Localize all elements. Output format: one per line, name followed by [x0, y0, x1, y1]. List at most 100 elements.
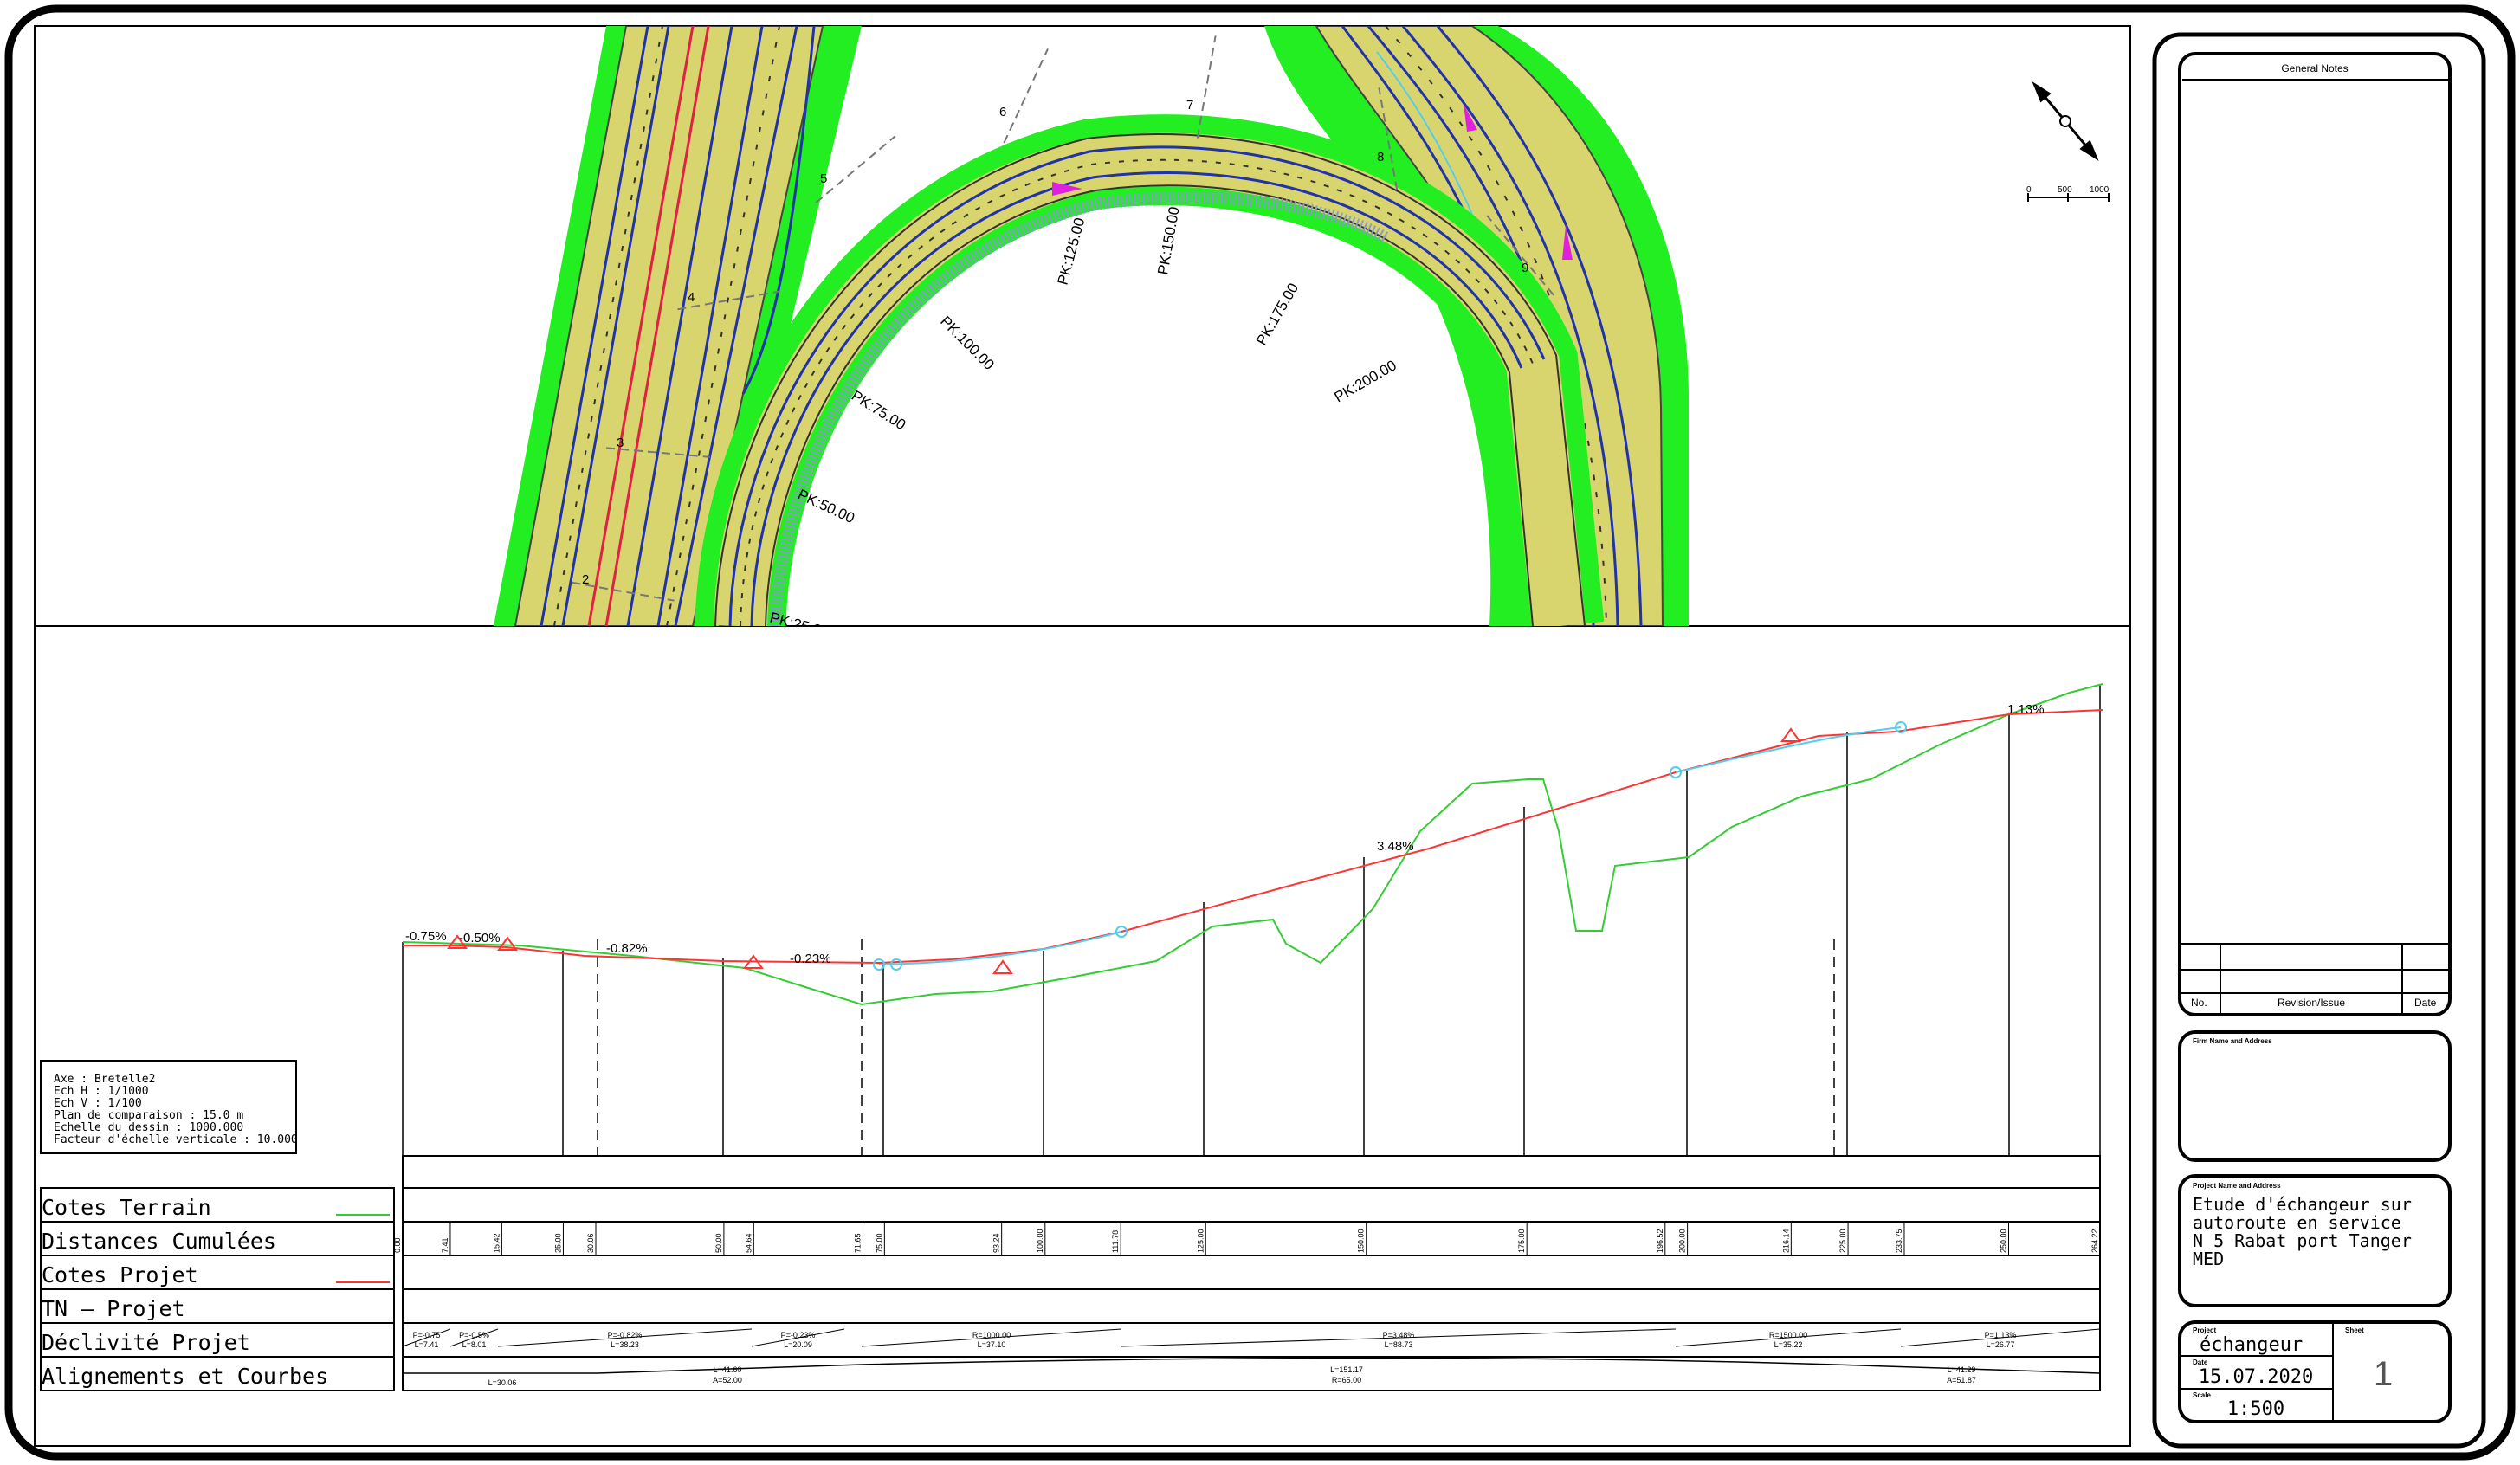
slope-label: -0.75%: [405, 929, 447, 944]
pk-label: PK:175.00: [1253, 281, 1302, 348]
distance-value: 150.00: [1357, 1229, 1366, 1253]
declivity-length: L=38.23: [611, 1340, 639, 1349]
declivity-segment: P=-0.82%L=38.23: [497, 1328, 753, 1349]
profile-view: -0.75% -0.50% -0.82% -0.23% 3.48% 1.13% …: [40, 683, 2103, 1391]
firm-box: [2178, 1030, 2452, 1162]
slope-label: -0.50%: [459, 931, 501, 945]
direction-arrow: [1562, 225, 1573, 260]
distance-value: 71.65: [854, 1233, 863, 1253]
info-line: Echelle du dessin : 1000.000: [54, 1121, 243, 1134]
distance-value: 125.00: [1196, 1229, 1205, 1253]
title-block: General Notes No. Revision/Issue Date Fi…: [2152, 32, 2486, 1449]
scale-tick-label: 0: [2026, 185, 2032, 195]
project-small-label: Project: [2193, 1326, 2216, 1334]
terrain-line: [402, 683, 2103, 1006]
scale-label: Scale: [2193, 1391, 2211, 1399]
project-line: N 5 Rabat port Tanger: [2193, 1230, 2412, 1251]
distance-value: 0.00: [393, 1237, 402, 1253]
row-label: Cotes Projet: [42, 1262, 198, 1288]
direction-arrow: [1464, 104, 1477, 132]
row-label: Alignements et Courbes: [42, 1364, 328, 1389]
profile-mark-label: 3: [617, 436, 624, 450]
left-road-surface: [514, 26, 824, 626]
pk-label: PK:75.00: [849, 387, 908, 433]
north-arrow-icon: [2032, 81, 2099, 161]
loop-hatch: [769, 190, 1389, 626]
loop-ramp-surface: [714, 132, 1586, 626]
declivity-length: L=7.41: [415, 1340, 439, 1349]
row-label: TN – Projet: [42, 1296, 185, 1321]
date-label: Date: [2193, 1359, 2208, 1366]
distance-value: 196.52: [1656, 1229, 1664, 1253]
row-lines: [41, 1221, 394, 1358]
scale-tick-label: 1000: [2090, 185, 2110, 195]
declivity-segment: R=1000.00L=37.10: [861, 1328, 1122, 1349]
row-label: Déclivité Projet: [42, 1330, 250, 1355]
distance-value: 75.00: [875, 1233, 883, 1253]
declivity-length: L=8.01: [462, 1340, 487, 1349]
distance-value: 93.24: [992, 1233, 1001, 1253]
profile-info-box: [40, 1060, 297, 1154]
profile-mark: 7: [1186, 35, 1217, 139]
info-line: Plan de comparaison : 15.0 m: [54, 1109, 243, 1122]
sheet-date: 15.07.2020: [2199, 1366, 2313, 1388]
alignment-label: L=41.29: [1948, 1365, 1976, 1374]
sheet-number: 1: [2374, 1355, 2393, 1393]
info-line: Ech H : 1/1000: [54, 1085, 149, 1098]
data-table-lines: [403, 1187, 2100, 1358]
merge-ramp: [741, 26, 816, 395]
distance-value: 250.00: [2000, 1229, 2008, 1253]
general-notes-box: [2178, 52, 2452, 1016]
declivity-label: R=1000.00: [972, 1331, 1011, 1339]
alignment-label: A=51.87: [1947, 1376, 1976, 1384]
rev-header-revision: Revision/Issue: [2278, 997, 2345, 1009]
vertical-curve-arc: [878, 931, 1122, 965]
profile-mark-label: 9: [1522, 261, 1528, 275]
distance-value: 15.42: [492, 1233, 501, 1253]
declivity-length: L=35.22: [1774, 1340, 1803, 1349]
rev-header-date: Date: [2414, 997, 2437, 1009]
pk-label: PK:125.00: [1055, 216, 1089, 287]
breakpoint-markers: [447, 727, 1801, 974]
profile-mark-label: 7: [1186, 98, 1193, 113]
distance-value: 175.00: [1517, 1229, 1526, 1253]
slope-label: -0.82%: [606, 941, 648, 956]
declivity-row: P=-0.75L=7.41 P=-0.5%L=8.01P=-0.82%L=38.2…: [402, 1328, 2101, 1349]
profile-mark: 9: [1486, 215, 1555, 296]
declivity-segment: P=-0.5%L=8.01: [449, 1328, 499, 1349]
slope-label: -0.23%: [790, 952, 831, 966]
project-box: [2178, 1174, 2452, 1307]
alignment-label: R=65.00: [1332, 1376, 1361, 1384]
project-name: échangeur: [2200, 1334, 2303, 1356]
declivity-length: L=37.10: [978, 1340, 1006, 1349]
distance-value: 264.22: [2090, 1229, 2099, 1253]
profile-mark-label: 8: [1377, 150, 1384, 165]
profile-mark: 4: [677, 290, 780, 311]
slope-label: 1.13%: [2007, 702, 2045, 717]
declivity-segment: P=3.48%L=88.73: [1121, 1328, 1677, 1349]
declivity-segment: R=1500.00L=35.22: [1675, 1328, 1902, 1349]
general-notes-label: General Notes: [2281, 62, 2348, 74]
alignment-label: A=52.00: [713, 1376, 742, 1384]
sheet-scale: 1:500: [2227, 1398, 2284, 1420]
declivity-label: P=-0.23%: [781, 1331, 816, 1339]
info-line: Axe : Bretelle2: [54, 1073, 155, 1086]
declivity-label: P=-0.75: [413, 1331, 441, 1339]
alignment-label: L=41.60: [714, 1365, 742, 1374]
project-line: MED: [2193, 1249, 2224, 1269]
distance-value: 7.41: [441, 1237, 449, 1253]
project-line: autoroute en service: [2193, 1212, 2401, 1233]
pk-label: PK:25.00: [768, 610, 830, 641]
distance-value: 200.00: [1678, 1229, 1687, 1253]
declivity-segment: P=-0.23%L=20.09: [751, 1328, 845, 1349]
profile-mark: 8: [1377, 87, 1399, 190]
profile-mark: 5: [815, 135, 896, 204]
distance-value: 50.00: [714, 1233, 723, 1253]
alignment-label: L=151.17: [1330, 1365, 1363, 1374]
alignment-row: L=30.06L=41.60A=52.00L=151.17R=65.00L=41…: [403, 1357, 2101, 1387]
distance-value: 25.00: [553, 1233, 562, 1253]
profile-mark-label: 2: [582, 572, 589, 587]
direction-arrow: [1052, 182, 1082, 196]
